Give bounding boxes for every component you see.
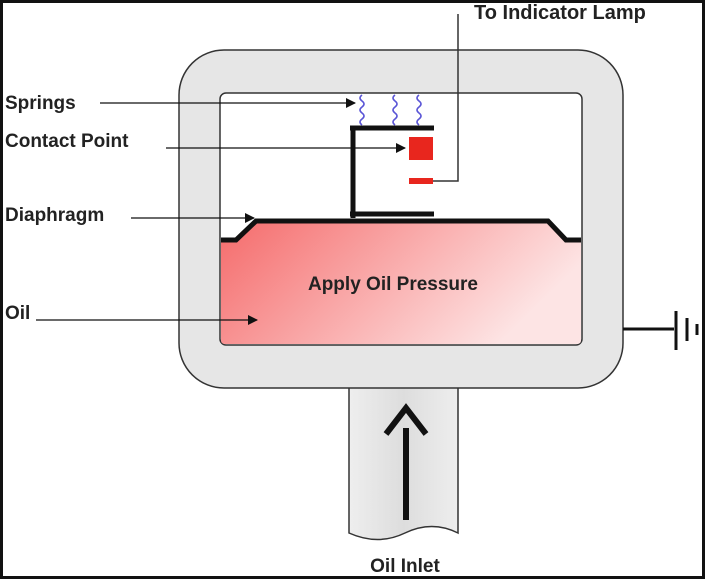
oil-region (221, 221, 581, 344)
oil-label: Oil (5, 303, 30, 324)
indicator-lamp-label: To Indicator Lamp (474, 2, 646, 24)
apply-oil-pressure-label: Apply Oil Pressure (308, 274, 478, 295)
contact-point-label: Contact Point (5, 131, 129, 152)
spring-coil (416, 94, 422, 126)
diaphragm (221, 218, 581, 243)
diaphragm-label: Diaphragm (5, 205, 104, 226)
fixed-contact (409, 178, 433, 184)
spring-coil (359, 94, 365, 126)
inlet-flow-arrow (383, 403, 429, 520)
leader-lines (36, 98, 406, 325)
oil-inlet-label: Oil Inlet (370, 556, 440, 577)
springs (359, 94, 422, 126)
springs-label: Springs (5, 93, 76, 114)
ground-symbol (623, 311, 699, 350)
moving-contact (409, 137, 433, 160)
contact-arm (350, 125, 434, 218)
lamp-wire (433, 14, 459, 182)
spring-coil (392, 94, 398, 126)
